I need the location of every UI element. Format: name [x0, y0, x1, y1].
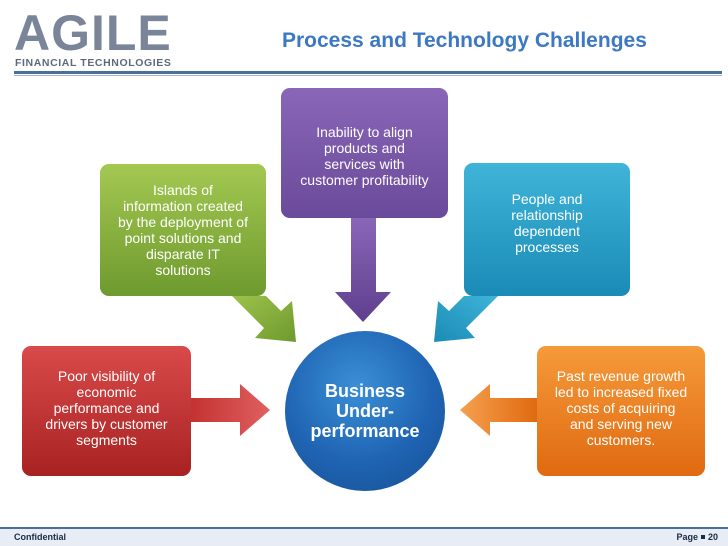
cause-text-upper-left: Islands of information created by the de…	[118, 182, 248, 278]
center-circle: Business Under- performance	[285, 331, 445, 491]
slide-title: Process and Technology Challenges	[282, 29, 647, 52]
page-number: 20	[707, 532, 718, 542]
page-label: Page	[676, 532, 698, 542]
cause-box-right: Past revenue growth led to increased fix…	[537, 346, 705, 476]
page-indicator: Page 20	[676, 532, 718, 542]
cause-text-upper-right: People and relationship dependent proces…	[511, 191, 583, 255]
cause-box-upper-left: Islands of information created by the de…	[100, 164, 266, 296]
footer-bar	[0, 527, 728, 546]
cause-box-top: Inability to align products and services…	[281, 88, 448, 218]
arrow-upper-left	[232, 296, 296, 342]
cause-box-upper-right: People and relationship dependent proces…	[464, 163, 630, 296]
header-divider-light	[14, 75, 722, 76]
cause-text-top: Inability to align products and services…	[300, 124, 429, 188]
footer-divider	[0, 527, 728, 529]
company-logo: AGILE	[14, 5, 172, 61]
arrow-top	[335, 218, 391, 322]
arrow-upper-right	[434, 296, 498, 342]
page-separator-icon	[700, 535, 705, 539]
center-label: Business Under- performance	[310, 381, 420, 441]
arrow-right	[460, 384, 537, 436]
header-divider	[14, 71, 722, 74]
cause-text-left: Poor visibility of economic performance …	[45, 368, 168, 448]
cause-box-left: Poor visibility of economic performance …	[22, 346, 191, 476]
company-logo-subtitle: FINANCIAL TECHNOLOGIES	[15, 57, 172, 69]
cause-text-right: Past revenue growth led to increased fix…	[554, 368, 688, 448]
confidential-label: Confidential	[14, 532, 66, 542]
arrow-left	[191, 384, 270, 436]
